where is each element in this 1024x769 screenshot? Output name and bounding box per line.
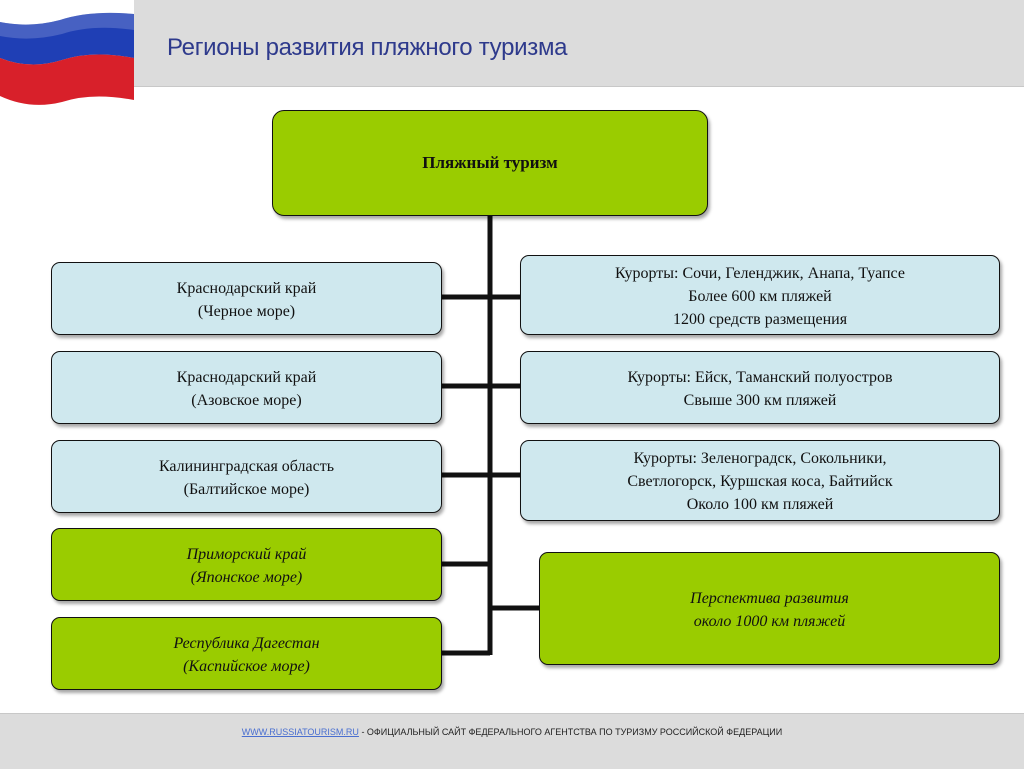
node-line: Республика Дагестан [173,635,320,652]
footer-bar [0,713,1024,769]
node-line: 1200 средств размещения [672,311,848,328]
node-line: Перспектива развития [690,590,849,607]
node-line: Курорты: Ейск, Таманский полуостров [627,369,893,386]
node-line: Более 600 км пляжей [688,288,832,305]
node-line: Краснодарский край [176,369,317,386]
node-line: Курорты: Зеленоградск, Сокольники, [633,450,887,467]
russian-flag-icon [0,0,134,105]
left-node-black-sea: Краснодарский край (Черное море) [51,262,442,335]
left-node-japan-sea: Приморский край (Японское море) [51,528,442,601]
header-bar [0,0,1024,87]
footer-text: WWW.RUSSIATOURISM.RU - ОФИЦИАЛЬНЫЙ САЙТ … [0,727,1024,737]
node-line: (Азовское море) [191,392,302,409]
left-node-baltic-sea: Калининградская область (Балтийское море… [51,440,442,513]
right-node-black-sea-resorts: Курорты: Сочи, Геленджик, Анапа, Туапсе … [520,255,1000,335]
left-node-azov-sea: Краснодарский край (Азовское море) [51,351,442,424]
node-line: Краснодарский край [176,280,317,297]
node-line: (Балтийское море) [183,481,310,498]
node-line: Около 100 км пляжей [686,496,834,513]
node-line: Курорты: Сочи, Геленджик, Анапа, Туапсе [615,265,905,282]
node-line: около 1000 км пляжей [693,613,846,630]
node-line: (Каспийское море) [183,658,310,675]
node-line: Свыше 300 км пляжей [683,392,837,409]
left-node-caspian-sea: Республика Дагестан (Каспийское море) [51,617,442,690]
footer-caption: - ОФИЦИАЛЬНЫЙ САЙТ ФЕДЕРАЛЬНОГО АГЕНТСТВ… [358,727,783,737]
node-line: Светлогорск, Куршская коса, Байтийск [627,473,893,490]
right-node-development-prospect: Перспектива развития около 1000 км пляже… [539,552,1000,665]
footer-link[interactable]: WWW.RUSSIATOURISM.RU [241,727,359,737]
node-line: (Черное море) [197,303,296,320]
right-node-baltic-resorts: Курорты: Зеленоградск, Сокольники, Светл… [520,440,1000,521]
node-line: Приморский край [186,546,307,563]
root-label: Пляжный туризм [422,153,558,172]
right-node-azov-resorts: Курорты: Ейск, Таманский полуостров Свыш… [520,351,1000,424]
page-title: Регионы развития пляжного туризма [167,34,568,61]
root-node: Пляжный туризм [272,110,708,216]
node-line: (Японское море) [190,569,303,586]
node-line: Калининградская область [158,458,335,475]
